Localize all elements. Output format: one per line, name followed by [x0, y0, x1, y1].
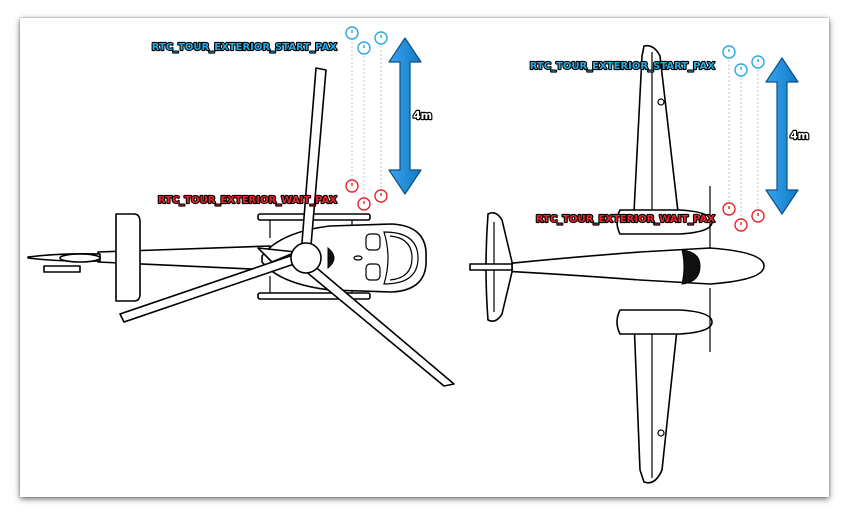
wait-marker-1	[345, 179, 359, 193]
start-marker-3	[374, 31, 388, 45]
airplane-drawing	[469, 44, 765, 484]
start-marker-2	[734, 63, 748, 77]
wait-marker-3	[751, 209, 765, 223]
airplane-guide-lines	[728, 52, 759, 225]
helicopter-drawing	[27, 67, 455, 387]
wait-marker-2	[357, 197, 371, 211]
airplane-start-label: RTC_TOUR_EXTERIOR_START_PAX	[530, 61, 716, 72]
helicopter-distance-arrow	[388, 37, 422, 195]
start-marker-2	[357, 41, 371, 55]
start-marker-1	[345, 26, 359, 40]
wait-marker-3	[374, 189, 388, 203]
start-marker-1	[722, 45, 736, 59]
helicopter-wait-label: RTC_TOUR_EXTERIOR_WAIT_PAX	[158, 195, 337, 206]
helicopter-wait-markers	[345, 179, 388, 211]
airplane-wait-markers	[722, 202, 765, 232]
airplane-wait-label: RTC_TOUR_EXTERIOR_WAIT_PAX	[536, 214, 715, 225]
helicopter-start-markers	[345, 26, 388, 55]
airplane-start-markers	[722, 45, 765, 77]
wait-marker-1	[722, 202, 736, 216]
helicopter-guide-lines	[351, 38, 382, 204]
wait-marker-2	[734, 218, 748, 232]
airplane-distance-label: 4m	[790, 129, 809, 142]
airplane-distance-arrow	[765, 57, 799, 215]
helicopter-start-label: RTC_TOUR_EXTERIOR_START_PAX	[152, 42, 338, 53]
start-marker-3	[751, 55, 765, 69]
helicopter-distance-label: 4m	[413, 109, 432, 122]
